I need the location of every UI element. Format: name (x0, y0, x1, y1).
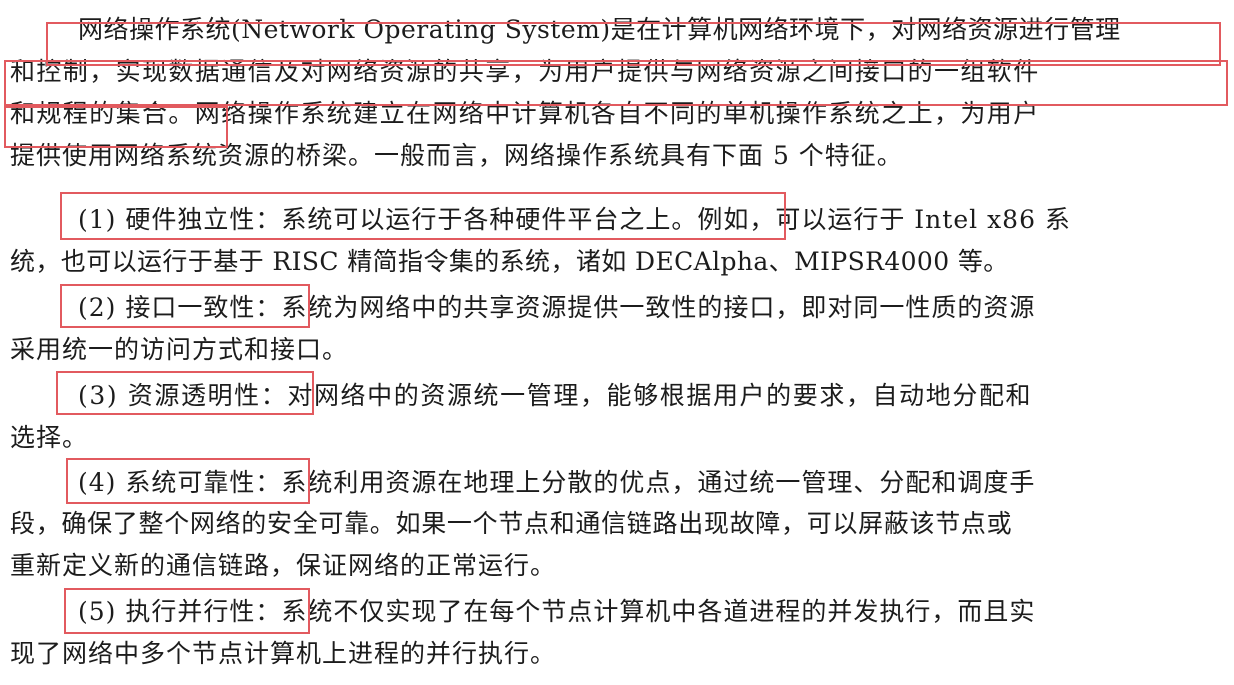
text-line: 提供使用网络系统资源的桥梁。一般而言，网络操作系统具有下面 5 个特征。 (10, 141, 903, 170)
text-line: 选择。 (10, 423, 89, 452)
text-line: 段，确保了整个网络的安全可靠。如果一个节点和通信链路出现故障，可以屏蔽该节点或 (10, 509, 1013, 538)
text-line: 现了网络中多个节点计算机上进程的并行执行。 (10, 639, 557, 668)
text-line: 网络操作系统(Network Operating System)是在计算机网络环… (78, 15, 1121, 44)
text-line: (4) 系统可靠性：系统利用资源在地理上分散的优点，通过统一管理、分配和调度手 (78, 468, 1036, 497)
text-line: 采用统一的访问方式和接口。 (10, 335, 349, 364)
text-line: (1) 硬件独立性：系统可以运行于各种硬件平台之上。例如，可以运行于 Intel… (78, 205, 1071, 234)
text-line: 重新定义新的通信链路，保证网络的正常运行。 (10, 551, 557, 580)
text-line: 和规程的集合。网络操作系统建立在网络中计算机各自不同的单机操作系统之上，为用户 (10, 99, 1040, 128)
text-line: 统，也可以运行于基于 RISC 精简指令集的系统，诸如 DECAlpha、MIP… (10, 247, 1009, 276)
text-line: (3) 资源透明性：对网络中的资源统一管理，能够根据用户的要求，自动地分配和 (78, 381, 1033, 410)
text-line: (2) 接口一致性：系统为网络中的共享资源提供一致性的接口，即对同一性质的资源 (78, 293, 1036, 322)
text-line: (5) 执行并行性：系统不仅实现了在每个节点计算机中各道进程的并发执行，而且实 (78, 597, 1036, 626)
text-line: 和控制，实现数据通信及对网络资源的共享，为用户提供与网络资源之间接口的一组软件 (10, 57, 1040, 86)
